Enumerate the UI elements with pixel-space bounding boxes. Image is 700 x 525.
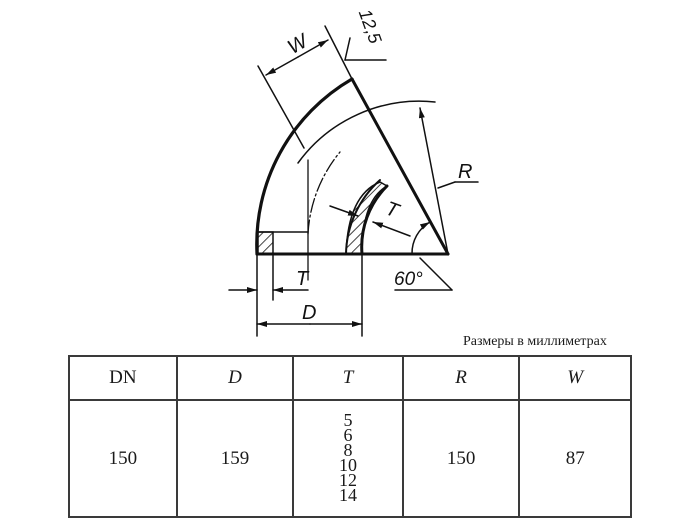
- t-value: 6: [343, 424, 353, 445]
- cell-w: 87: [518, 399, 632, 518]
- header-dn: DN: [68, 355, 178, 401]
- elbow-drawing: W 12,5 R T T D 60°: [228, 6, 479, 337]
- header-t: T: [292, 355, 404, 401]
- cell-t: 5 6 8 10 12 14: [292, 399, 404, 518]
- header-d: D: [175, 355, 295, 401]
- t-value: 8: [343, 439, 353, 460]
- label-flat: 12,5: [355, 6, 386, 47]
- table-row: 150 159 5 6 8 10 12 14 150 87: [68, 399, 632, 518]
- t-value: 14: [339, 484, 358, 505]
- units-caption: Размеры в миллиметрах: [463, 334, 607, 349]
- label-t-bottom: T: [296, 268, 310, 290]
- cell-d: 159: [175, 399, 295, 518]
- t-value: 5: [343, 409, 353, 430]
- cell-r: 150: [401, 399, 521, 518]
- t-value: 10: [339, 454, 358, 475]
- t-value: 12: [339, 469, 358, 490]
- table-header-row: DN D T R W: [68, 355, 632, 401]
- label-t-inner: T: [383, 198, 404, 223]
- dimensions-table: DN D T R W 150 159 5 6 8 10 12 14 150 87: [68, 355, 632, 518]
- label-d: D: [302, 302, 316, 324]
- header-r: R: [401, 355, 521, 401]
- label-angle: 60°: [394, 269, 423, 290]
- label-r: R: [458, 161, 472, 183]
- cell-dn: 150: [68, 399, 178, 518]
- label-w: W: [284, 29, 313, 59]
- header-w: W: [518, 355, 632, 401]
